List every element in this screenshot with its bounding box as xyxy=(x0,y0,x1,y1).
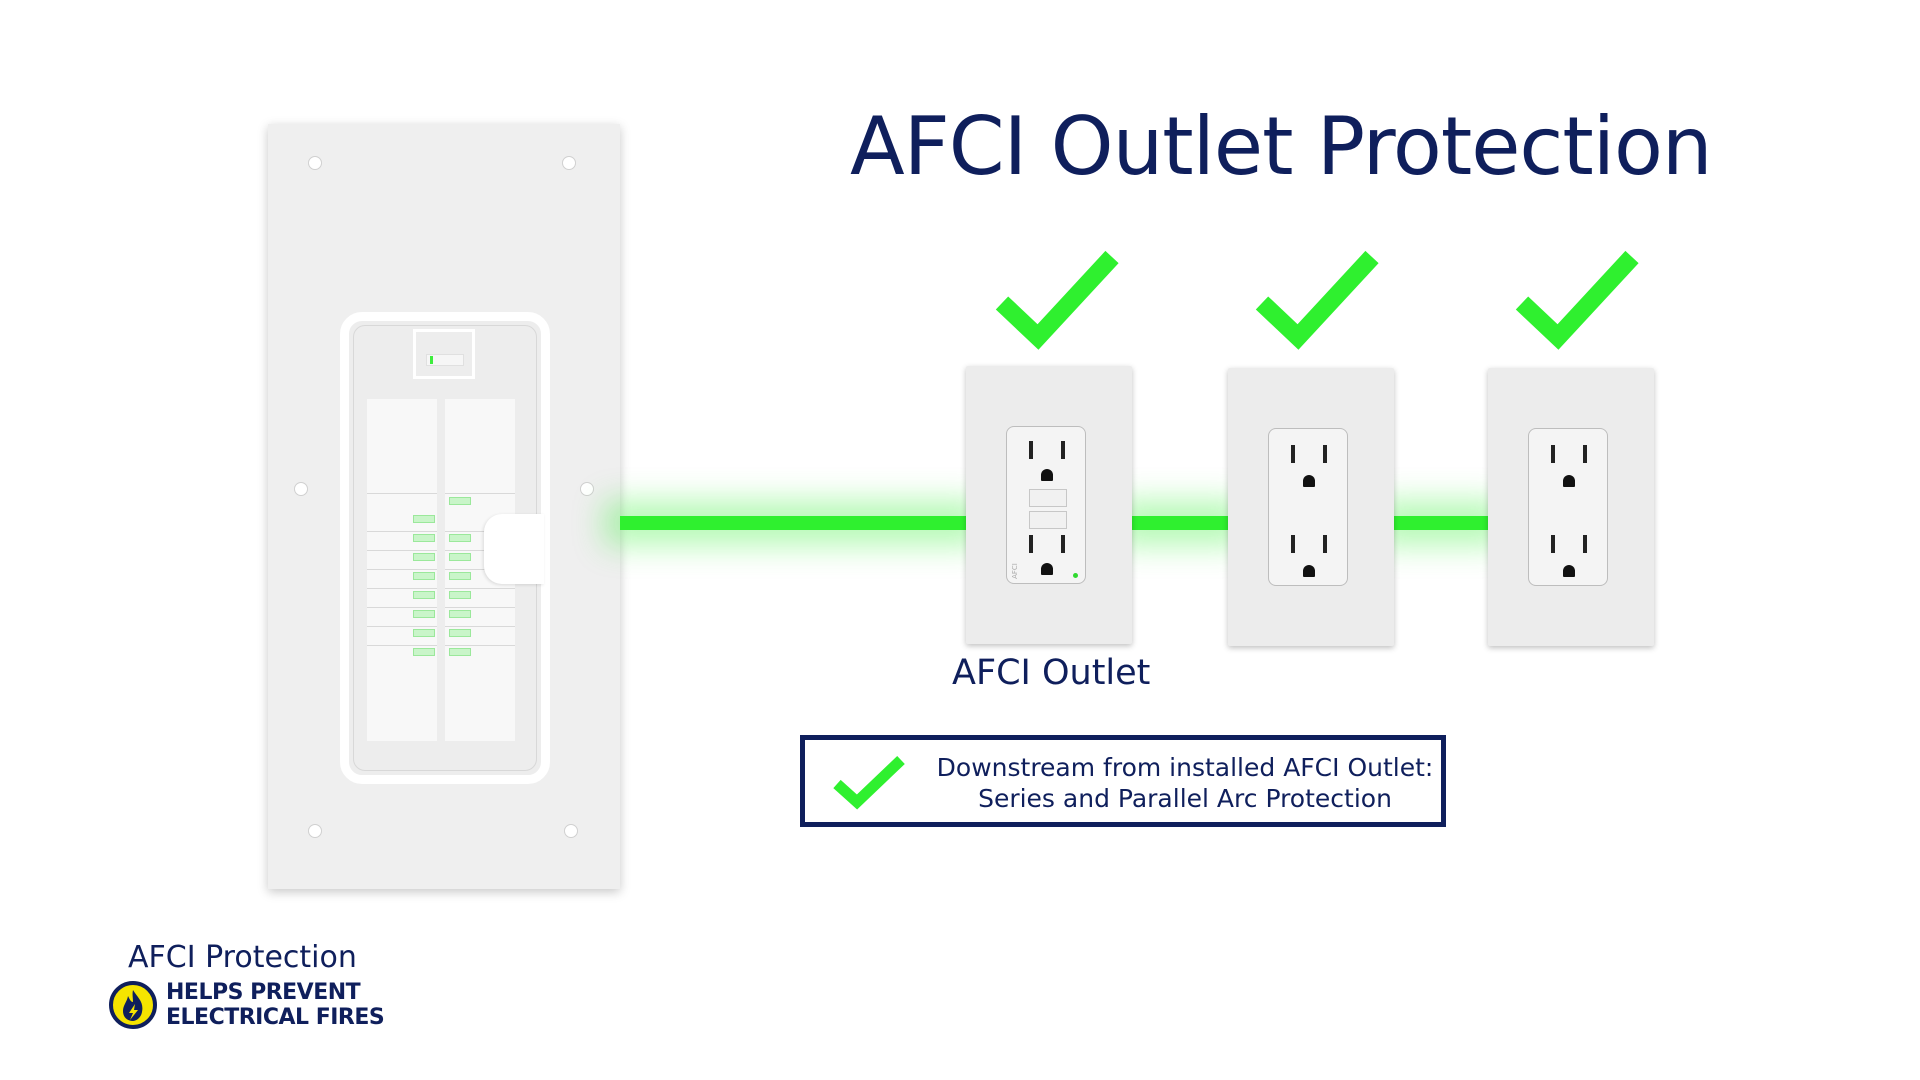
wire-outlet2-to-outlet3 xyxy=(1392,516,1488,530)
panel-screw xyxy=(308,156,322,170)
badge-line-1: HELPS PREVENT xyxy=(166,980,361,1005)
reset-button xyxy=(1029,511,1067,529)
afci-receptacle: AFCI xyxy=(1006,426,1086,584)
door-latch xyxy=(484,514,544,584)
standard-receptacle xyxy=(1528,428,1608,586)
fire-icon xyxy=(109,981,157,1029)
main-breaker xyxy=(413,329,475,379)
page-title: AFCI Outlet Protection xyxy=(850,100,1713,193)
afci-mark: AFCI xyxy=(1010,563,1019,579)
panel-screw xyxy=(564,824,578,838)
afci-outlet: AFCI xyxy=(966,366,1132,644)
panel-screw xyxy=(562,156,576,170)
panel-screw xyxy=(308,824,322,838)
downstream-outlet xyxy=(1488,368,1654,646)
breaker-column-left xyxy=(367,399,437,741)
badge-line-2: ELECTRICAL FIRES xyxy=(166,1005,385,1030)
info-text: Downstream from installed AFCI Outlet: S… xyxy=(935,752,1435,814)
checkmark-icon xyxy=(995,250,1119,350)
test-button xyxy=(1029,489,1067,507)
status-led xyxy=(1073,573,1078,578)
afci-outlet-label: AFCI Outlet xyxy=(952,653,1151,693)
info-box: Downstream from installed AFCI Outlet: S… xyxy=(800,735,1446,827)
checkmark-icon xyxy=(1515,250,1639,350)
breaker-panel xyxy=(268,124,620,889)
checkmark-icon xyxy=(833,756,905,810)
panel-screw xyxy=(580,482,594,496)
badge-text: HELPS PREVENT ELECTRICAL FIRES xyxy=(166,980,385,1030)
wire-panel-to-afci xyxy=(620,516,966,530)
downstream-outlet xyxy=(1228,368,1394,646)
standard-receptacle xyxy=(1268,428,1348,586)
wire-afci-to-outlet2 xyxy=(1132,516,1228,530)
panel-screw xyxy=(294,482,308,496)
badge-title: AFCI Protection xyxy=(128,940,357,975)
info-line-1: Downstream from installed AFCI Outlet: xyxy=(936,753,1434,782)
breaker-column-right xyxy=(445,399,515,741)
info-line-2: Series and Parallel Arc Protection xyxy=(978,784,1392,813)
checkmark-icon xyxy=(1255,250,1379,350)
